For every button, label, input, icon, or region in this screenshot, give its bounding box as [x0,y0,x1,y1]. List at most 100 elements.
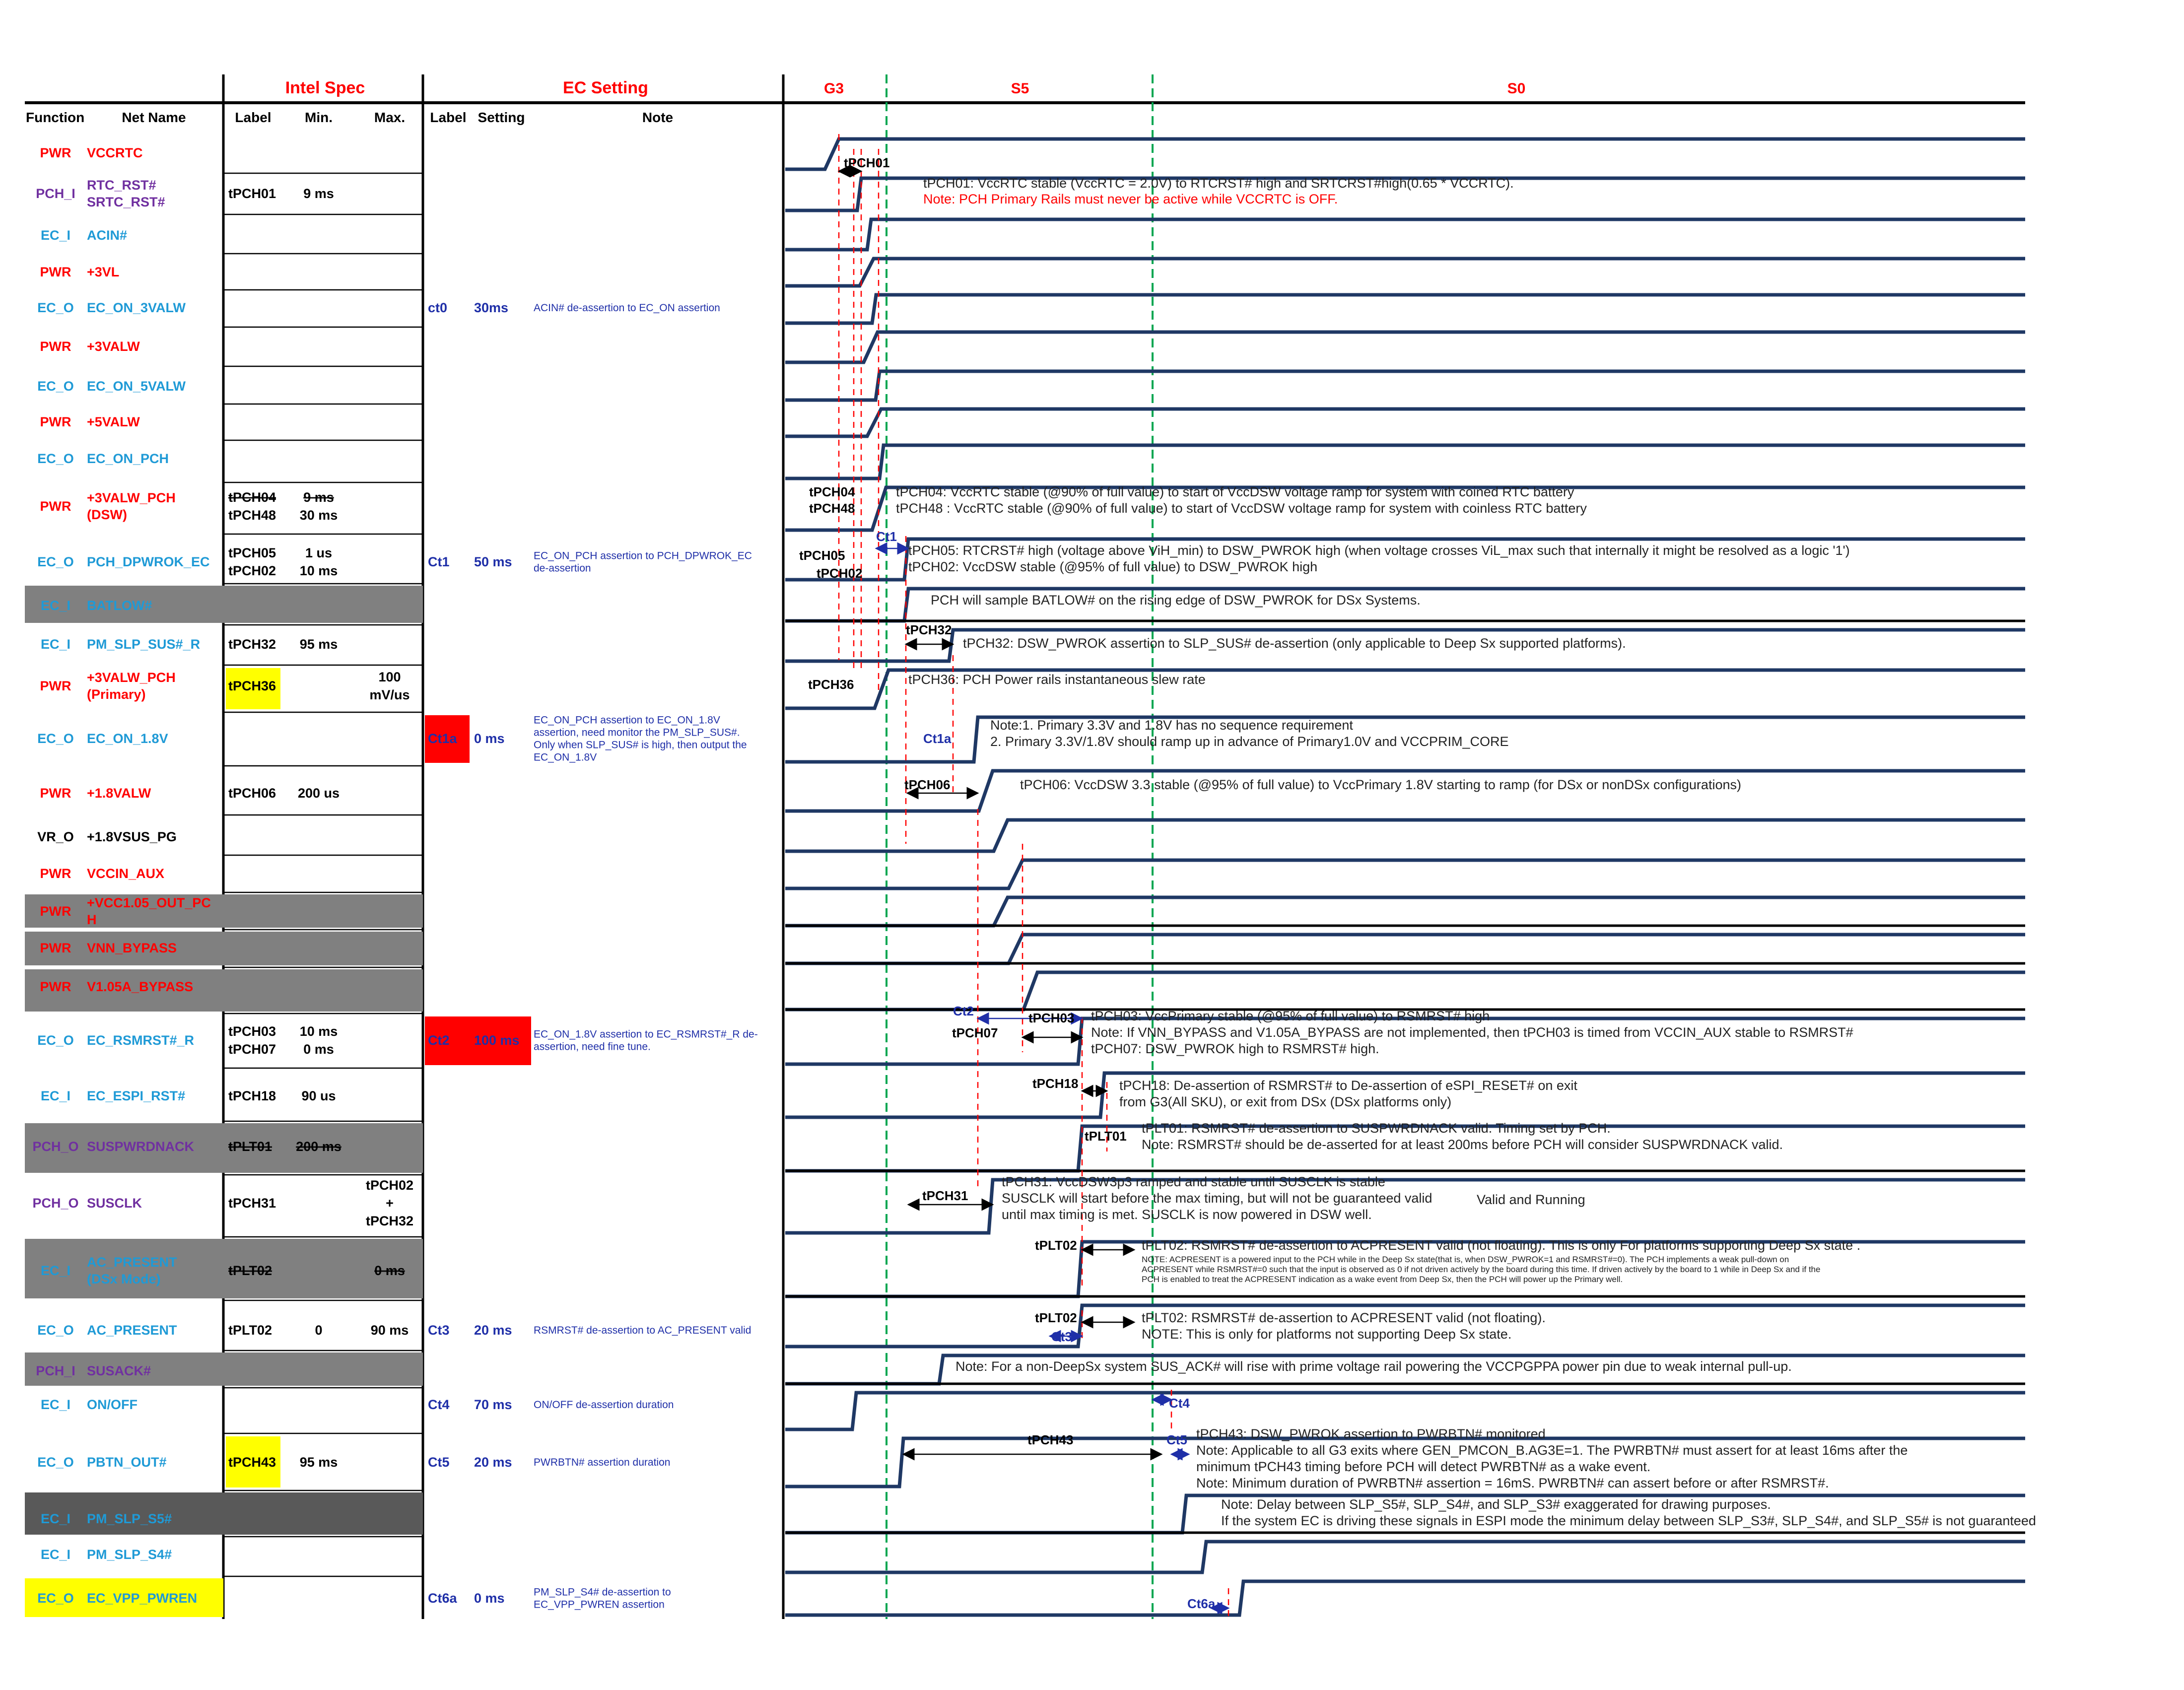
spec-label: tPCH07 [228,1042,276,1057]
state-g3: G3 [824,80,844,97]
spec-max: 0 ms [374,1263,405,1278]
ec-note: ACIN# de-assertion to EC_ON assertion [534,302,720,314]
net-name: +3VALW [87,339,140,354]
spec-label: tPCH02 [228,563,276,578]
signal-row: PWR+VCC1.05_OUT_PCH [40,895,211,927]
annotation-text: NOTE: ACPRESENT is a powered input to th… [1142,1255,1789,1264]
row-disabled-bg [25,969,423,1012]
annotation-text: tPCH01: VccRTC stable (VccRTC = 2.0V) to… [923,176,1514,191]
spec-label: tPCH18 [228,1088,276,1103]
net-name: EC_ON_5VALW [87,379,186,394]
net-name: VCCIN_AUX [87,866,164,881]
annotation-text: Ct6a [1187,1596,1216,1611]
intel-spec-header: Intel Spec [285,78,365,97]
annotation-text: tPCH05: RTCRST# high (voltage above ViH_… [908,543,1850,558]
signal-waveforms [785,137,2025,1617]
ec-setting: 20 ms [474,1455,512,1470]
waveform [785,1540,2025,1574]
waveform [785,407,2025,438]
annotation-text: Note: Minimum duration of PWRBTN# assert… [1196,1476,1829,1490]
row-disabled-bg [25,586,423,623]
annotation-text: Ct1a [923,731,952,746]
annotation-text: PCH is enabled to treat the ACPRESENT in… [1142,1275,1623,1284]
waveform [785,257,2025,288]
spec-label: tPCH03 [228,1024,276,1039]
net-name: +1.8VSUS_PG [87,829,177,844]
annotation-text: tPCH04: VccRTC stable (@90% of full valu… [896,484,1574,499]
waveform [785,137,2025,171]
signal-function: PWR [40,499,71,514]
annotation-text: tPCH02: VccDSW stable (@95% of full valu… [908,559,1317,574]
net-name: +1.8VALW [87,786,151,801]
row-disabled-bg [25,1492,423,1535]
timing-reference-lines [838,134,1229,1619]
annotation-text: tPCH32: DSW_PWROK assertion to SLP_SUS# … [963,636,1626,651]
column-header: Net Name [122,110,186,125]
annotation-text: tPCH03: VccPrimary stable (@95% of full … [1091,1009,1490,1023]
spec-label: tPCH01 [228,186,276,201]
annotation-text: tPCH06 [904,777,950,792]
signal-row: VR_O+1.8VSUS_PG [37,829,177,844]
net-name: SRTC_RST# [87,195,165,209]
signal-function: EC_O [37,1323,74,1338]
waveform [785,176,2025,212]
annotation-text: tPCH02 [817,566,862,581]
annotation-text: tPCH36 [808,677,854,692]
signal-function: PWR [40,265,71,279]
ec-label: ct0 [428,300,447,315]
ec-label-highlight-bg [425,1016,470,1065]
annotation-text: Note: For a non-DeepSx system SUS_ACK# w… [956,1359,1792,1374]
spec-label: tPLT01 [228,1139,272,1154]
ec-label: Ct1 [428,554,450,569]
ec-setting: 30ms [474,300,508,315]
waveform [785,485,2025,532]
signal-row: PWR+5VALW [40,414,140,429]
waveform [785,933,2025,965]
row-separators [223,172,423,1577]
annotation-text: tPLT02: RSMRST# de-assertion to ACPRESEN… [1142,1310,1546,1325]
spec-min: 0 ms [303,1042,334,1057]
ec-note: assertion, need fine tune. [534,1041,651,1053]
spec-label: tPCH06 [228,786,276,801]
signal-function: PWR [40,339,71,354]
annotation-text: tPCH06: VccDSW 3.3 stable (@95% of full … [1020,777,1741,792]
ec-setting: 0 ms [474,1591,505,1606]
waveform [785,1436,2025,1488]
ec-label: Ct2 [428,1033,450,1048]
annotation-text: tPCH32 [906,622,952,637]
spec-min: 9 ms [303,186,334,201]
annotation-text: tPCH48 [809,501,855,516]
row-disabled-bg [25,932,423,965]
net-name: PM_SLP_S5# [87,1511,172,1526]
state-s0: S0 [1507,80,1526,97]
column-header: Setting [478,110,525,125]
waveform [785,1303,2025,1349]
ec-label: Ct4 [428,1397,450,1412]
net-name: V1.05A_BYPASS [87,979,193,994]
label-highlight-bg [226,1436,280,1487]
net-name: SUSACK# [87,1363,151,1378]
spec-label: tPCH05 [228,545,276,560]
waveform [785,858,2025,890]
signal-row: PWR +3VALW [40,339,140,354]
waveform [785,330,2025,364]
signal-function: EC_O [37,300,74,315]
net-name: (DSW) [87,507,127,522]
net-name: (DSx Mode) [87,1272,161,1286]
net-name: EC_ESPI_RST# [87,1088,185,1103]
annotation-text: Note: Applicable to all G3 exits where G… [1196,1443,1908,1458]
annotation-text: tPCH48 : VccRTC stable (@90% of full val… [896,501,1587,516]
spec-max: mV/us [369,687,410,702]
